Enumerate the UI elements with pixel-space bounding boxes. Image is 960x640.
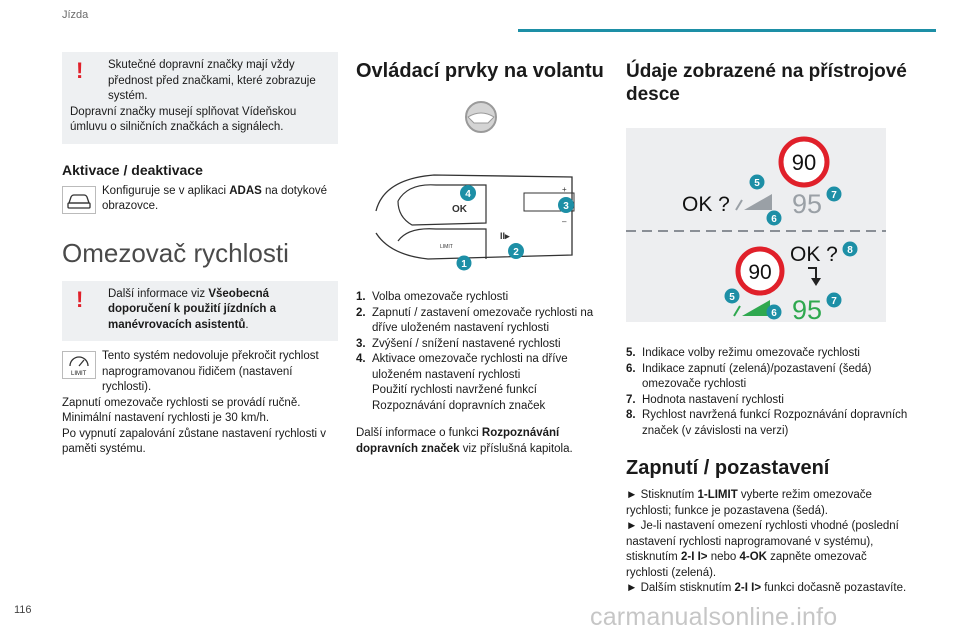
svg-text:6: 6 (771, 214, 777, 225)
down-arrow (808, 267, 817, 280)
limiter-icon-grey (735, 194, 772, 211)
callout-6-bottom: 6 (766, 304, 782, 320)
car-icon (62, 185, 96, 214)
lower-switch-outline (397, 228, 487, 259)
list-item: 3.Zvýšení / snížení nastavené rychlosti (356, 337, 561, 350)
limit-button-label: LIMIT (440, 244, 453, 250)
callout-6-top: 6 (766, 210, 782, 226)
speed-setting-grey: 95 (792, 189, 822, 219)
callout-4: 4 (460, 185, 476, 201)
warning-box-general-recommendations: ! Další informace viz Všeobecná doporuče… (62, 280, 338, 341)
column-middle: Ovládací prvky na volantu OK LIMIT II▸ +… (356, 52, 606, 457)
limit-line-3: Minimální nastavení rychlosti je 30 km/h… (62, 412, 270, 424)
display-legend-list: 5.Indikace volby režimu omezovače rychlo… (626, 346, 908, 439)
speed-sign-top: 90 (778, 136, 830, 188)
controls-legend-list: 1.Volba omezovače rychlosti 2.Zapnutí / … (356, 290, 606, 414)
speed-setting-green: 95 (792, 295, 822, 322)
watermark-text: carmanualsonline.info (590, 603, 838, 631)
warning-text-cont: Dopravní značky musejí splňovat Vídeňsko… (70, 105, 297, 134)
list-item: 2.Zapnutí / zastavení omezovače rychlost… (356, 306, 594, 335)
steering-wheel-controls-illustration: OK LIMIT II▸ + – 4 3 2 1 (375, 101, 575, 271)
section-title-speed-limiter: Omezovač rychlosti (62, 237, 289, 268)
list-item: 7.Hodnota nastavení rychlosti (626, 393, 784, 406)
limit-icon-label: LIMIT (71, 371, 87, 377)
dashboard-heading: Údaje zobrazené na přístrojové desce (626, 61, 907, 105)
svg-text:7: 7 (831, 190, 837, 201)
minus-label: – (562, 217, 567, 226)
svg-text:3: 3 (563, 201, 569, 212)
warning2-bold: Všeobecná doporučení k použití jízdních … (108, 287, 277, 331)
ok-prompt-top: OK ? (682, 193, 730, 216)
header-title: Jízda (62, 9, 89, 21)
activation-pause-heading: Zapnutí / pozastavení (626, 457, 830, 479)
callout-1: 1 (456, 255, 472, 271)
limit-row: LIMIT Tento systém nedovoluje překročit … (62, 349, 338, 396)
svg-text:6: 6 (771, 308, 777, 319)
steering-controls-heading: Ovládací prvky na volantu (356, 60, 604, 82)
step-1: ► Stisknutím 1-LIMIT vyberte režim omezo… (626, 489, 872, 517)
warning-text: Skutečné dopravní značky mají vždy předn… (108, 59, 316, 102)
list-item: 6.Indikace zapnutí (zelená)/pozastavení … (626, 362, 872, 391)
limit-line-4: Po vypnutí zapalování zůstane nastavení … (62, 427, 327, 456)
step-2: ► Je-li nastavení omezení rychlosti vhod… (626, 520, 899, 579)
page-number: 116 (14, 604, 32, 616)
svg-text:5: 5 (754, 178, 760, 189)
steering-wheel-small-icon (465, 101, 497, 133)
item4-extra: Použití rychlosti navržené funkcí Rozpoz… (372, 384, 546, 412)
svg-text:90: 90 (792, 150, 816, 175)
header-accent-bar (518, 29, 936, 32)
svg-text:1: 1 (461, 259, 467, 270)
list-item: 8.Rychlost navržená funkcí Rozpoznávání … (626, 409, 908, 437)
activation-row: Konfiguruje se v aplikaci ADAS na dotyko… (62, 184, 338, 220)
warning2-pre: Další informace viz (108, 287, 209, 300)
warning2-post: . (245, 318, 249, 331)
list-item: 4.Aktivace omezovače rychlosti na dříve … (356, 353, 568, 412)
list-item: 5.Indikace volby režimu omezovače rychlo… (626, 347, 860, 359)
ok-button-label: OK (452, 204, 468, 215)
activation-text-post: na dotykové obrazovce. (102, 184, 328, 213)
svg-text:90: 90 (748, 261, 771, 284)
upper-switch-outline (397, 184, 487, 226)
wheel-spoke-outline (375, 174, 573, 260)
svg-text:7: 7 (831, 296, 837, 307)
limiter-icon-green (733, 300, 770, 317)
list-item: 1.Volba omezovače rychlosti (356, 291, 509, 303)
warning-exclamation-icon: ! (76, 58, 84, 83)
instrument-panel-display: 90 OK ? 95 5 6 7 90 OK ? 95 (626, 128, 886, 325)
svg-text:4: 4 (465, 189, 471, 200)
limit-text: Tento systém nedovoluje překročit rychlo… (102, 350, 319, 393)
callout-8: 8 (842, 241, 858, 257)
svg-text:8: 8 (847, 245, 853, 256)
activation-text-adas: ADAS (229, 184, 262, 197)
more-info-paragraph: Další informace o funkci Rozpoznávání do… (356, 427, 573, 455)
callout-2: 2 (508, 243, 524, 259)
speed-limit-icon (62, 351, 96, 379)
callout-7-bottom: 7 (826, 292, 842, 308)
activation-text-pre: Konfiguruje se v aplikaci (102, 184, 230, 197)
callout-5-top: 5 (749, 174, 765, 190)
step-3: ► Dalším stisknutím 2-I I> funkci dočasn… (626, 582, 907, 594)
warning-box-traffic-signs: ! Skutečné dopravní značky mají vždy pře… (62, 52, 338, 144)
ok-prompt-bottom: OK ? (790, 243, 838, 266)
speed-sign-bottom: 90 (735, 246, 785, 296)
column-right: Údaje zobrazené na přístrojové desce 90 … (626, 52, 908, 597)
pause-button-label: II▸ (500, 231, 510, 241)
callout-3: 3 (558, 197, 574, 213)
warning-exclamation-icon: ! (76, 286, 84, 312)
column-left: ! Skutečné dopravní značky mají vždy pře… (62, 52, 338, 458)
activation-heading: Aktivace / deaktivace (62, 161, 203, 178)
callout-5-bottom: 5 (724, 288, 740, 304)
limit-line-2: Zapnutí omezovače rychlosti se provádí r… (62, 396, 301, 409)
plus-label: + (562, 185, 567, 194)
svg-text:5: 5 (729, 292, 735, 303)
svg-text:2: 2 (513, 247, 519, 258)
instrument-panel-svg: 90 OK ? 95 5 6 7 90 OK ? 95 (626, 136, 886, 325)
callout-7-top: 7 (826, 186, 842, 202)
